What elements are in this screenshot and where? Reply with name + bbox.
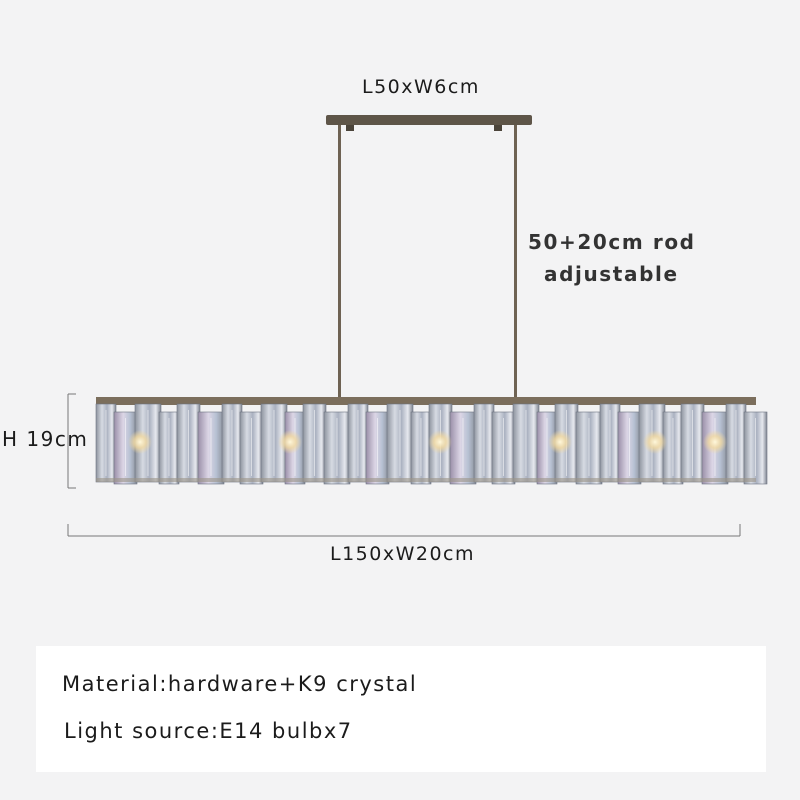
chandelier-body — [95, 397, 768, 485]
canopy-dimension-label: L50xW6cm — [362, 76, 480, 98]
rod-length-label: 50+20cm rod — [528, 230, 696, 254]
bulb-glow — [278, 430, 302, 454]
light-source-spec: Light source:E14 bulbx7 — [64, 719, 353, 743]
bulb-glow — [428, 430, 452, 454]
height-dimension-line — [67, 393, 76, 489]
suspension-rod-right — [514, 125, 517, 400]
bulb-glow — [703, 430, 727, 454]
bulb-glow — [128, 430, 152, 454]
bulb-glow — [548, 430, 572, 454]
spec-panel — [36, 646, 766, 772]
material-spec: Material:hardware+K9 crystal — [62, 672, 418, 696]
suspension-rod-left — [338, 125, 341, 400]
bulb-glow — [643, 430, 667, 454]
length-dimension-line — [67, 524, 741, 537]
canopy — [326, 115, 532, 125]
length-dimension-label: L150xW20cm — [330, 543, 476, 565]
rod-adjustable-label: adjustable — [544, 262, 679, 286]
height-dimension-label: H 19cm — [2, 427, 89, 451]
